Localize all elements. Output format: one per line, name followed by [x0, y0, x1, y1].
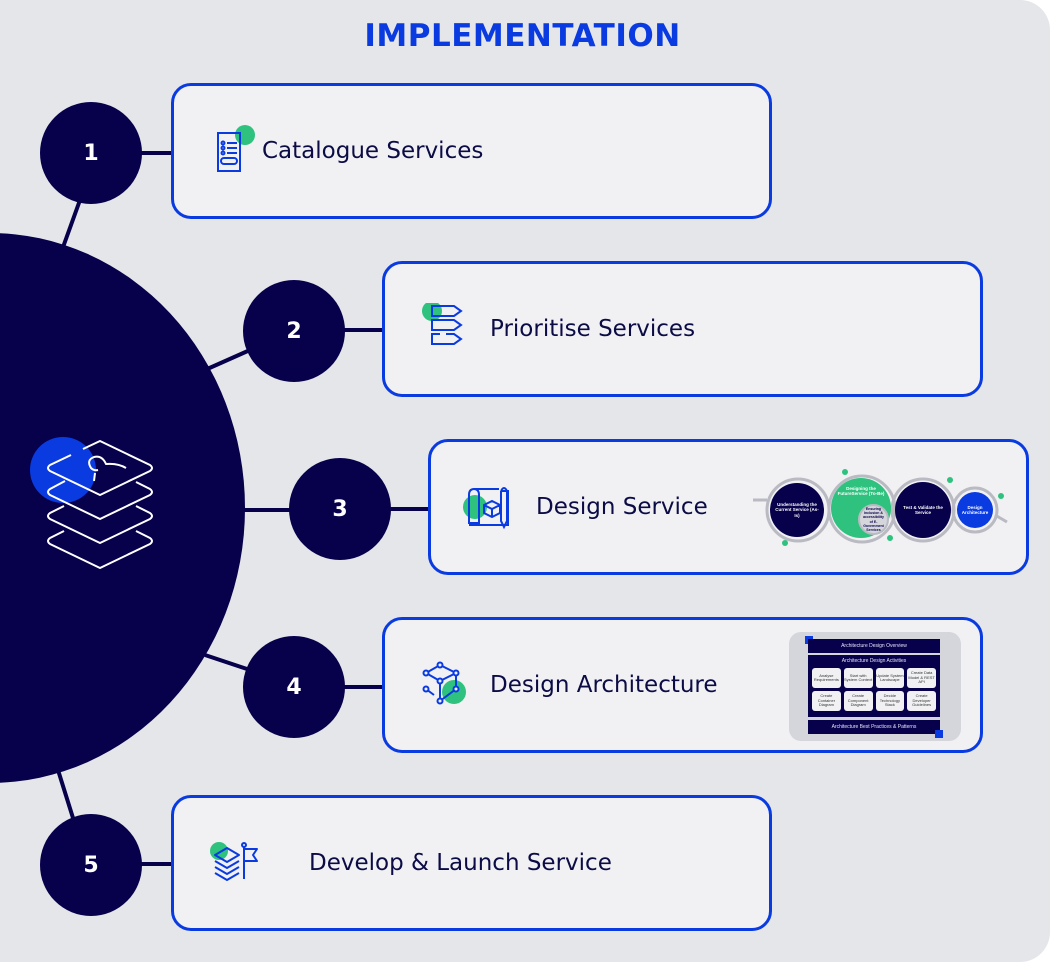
step-circle-4: 4 [243, 636, 345, 738]
step-label: Prioritise Services [490, 316, 696, 342]
activity-cell: Create Container Diagram [812, 691, 841, 711]
step-label: Catalogue Services [262, 138, 484, 164]
blueprint-cube-icon [463, 487, 509, 530]
architecture-footer-label: Architecture Best Practices & Patterns [831, 724, 917, 730]
connector-hub-5 [56, 769, 75, 819]
activities-grid: Analyse Requirements Start with System C… [812, 668, 936, 711]
step-label: Design Architecture [490, 672, 718, 698]
process-node-design-architecture: Design Architecture [957, 492, 993, 528]
connector-hub-4 [204, 653, 251, 672]
activity-cell: Create Component Diagram [843, 691, 873, 711]
architecture-activities-box: Architecture Design Activities Analyse R… [808, 655, 940, 717]
corner-accent [935, 730, 943, 738]
network-cube-icon [422, 661, 466, 705]
activity-cell: Analyse Requirements [812, 668, 841, 688]
step-card-prioritise-services[interactable]: Prioritise Services [382, 261, 983, 397]
step-circle-3: 3 [289, 458, 391, 560]
process-node-inclusion: Ensuring Inclusion & accessibility of E-… [858, 504, 889, 535]
process-node-test-validate: Test & Validate the Service [895, 482, 951, 538]
design-service-process-diagram: Understanding the Current Service (As-Is… [745, 460, 1015, 560]
stacked-layers-user-icon [30, 437, 153, 569]
step-circle-2: 2 [243, 280, 345, 382]
step-circle-5: 5 [40, 814, 142, 916]
process-node-as-is: Understanding the Current Service (As-Is… [770, 483, 824, 537]
step-number: 4 [286, 674, 302, 700]
layers-flag-icon [210, 842, 258, 881]
connector-hub-1 [60, 199, 82, 251]
architecture-footer-bar: Architecture Best Practices & Patterns [808, 720, 940, 734]
priority-tags-icon [422, 303, 463, 345]
step-number: 5 [83, 852, 99, 878]
connector-hub-2 [204, 348, 251, 372]
activity-cell: Update System Landscape [875, 668, 905, 688]
architecture-overview-bar: Architecture Design Overview [808, 639, 940, 653]
activities-title: Architecture Design Activities [841, 658, 907, 664]
step-card-develop-launch-service[interactable]: Develop & Launch Service [171, 795, 772, 931]
activity-cell: Decide Technology Stack [875, 691, 905, 711]
step-label: Develop & Launch Service [309, 850, 612, 876]
step-circle-1: 1 [40, 102, 142, 204]
document-list-icon [217, 125, 255, 172]
step-number: 2 [286, 318, 302, 344]
step-number: 1 [83, 140, 99, 166]
activity-cell: Create Data Model & REST API [907, 668, 936, 688]
step-card-catalogue-services[interactable]: Catalogue Services [171, 83, 772, 219]
architecture-overview-label: Architecture Design Overview [841, 643, 907, 649]
activity-cell: Create Developer Guidelines [907, 691, 936, 711]
step-number: 3 [332, 496, 348, 522]
architecture-design-diagram: Architecture Design Overview Architectur… [789, 632, 961, 741]
activity-cell: Start with System Context [843, 668, 873, 688]
diagram-title: IMPLEMENTATION [364, 18, 681, 54]
step-label: Design Service [536, 494, 708, 520]
